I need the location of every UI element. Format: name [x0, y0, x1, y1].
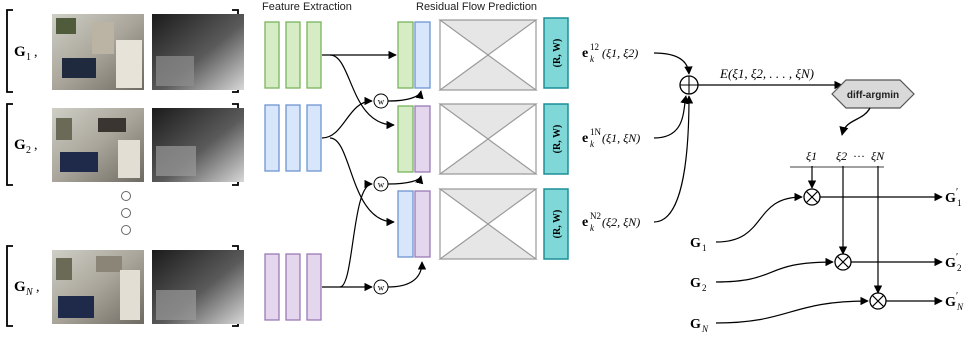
svg-text:w: w: [378, 283, 385, 293]
svg-text:k: k: [590, 139, 595, 149]
pose-input-g1: G 1: [690, 236, 707, 253]
pair-1: [397, 21, 431, 89]
svg-text:e: e: [582, 215, 588, 230]
svg-text:N: N: [956, 302, 964, 312]
svg-text:G: G: [690, 317, 701, 332]
diff-argmin-block: diff-argmin: [831, 79, 915, 109]
pose-output-arrows: [820, 192, 943, 306]
svg-text:′: ′: [956, 187, 958, 198]
error-term-n2: e N2 k (ξ2, ξN): [582, 211, 640, 233]
svg-text:′: ′: [956, 252, 958, 263]
svg-text:N: N: [701, 324, 709, 334]
sum-arrows: [653, 52, 843, 223]
error-term-1n: e 1N k (ξ1, ξN): [582, 127, 640, 149]
svg-text:,: ,: [34, 138, 38, 153]
svg-text:G: G: [14, 137, 26, 153]
feature-stack-purple: [264, 253, 322, 321]
input-label-gn: G N ,: [14, 279, 40, 298]
xi-2: ξ2: [836, 149, 847, 163]
svg-text:e: e: [582, 46, 588, 61]
depth-image-2: [152, 108, 244, 182]
pose-update-node-2: [834, 253, 852, 271]
svg-text:G: G: [690, 236, 701, 251]
svg-text:2: 2: [26, 145, 31, 156]
pose-input-gn: G N: [690, 317, 709, 334]
pose-output-g2: G ′ 2: [945, 252, 962, 273]
svg-text:G: G: [945, 256, 956, 271]
svg-text:G: G: [14, 279, 26, 295]
residual-flow-header: Residual Flow Prediction: [416, 1, 537, 13]
pose-input-arrows: [715, 192, 869, 324]
svg-text:w: w: [378, 97, 385, 107]
input-label-g2: G 2 ,: [14, 137, 38, 156]
svg-text:N: N: [25, 287, 34, 298]
svg-text:G: G: [14, 44, 26, 60]
rw-box-2: (R, W): [543, 103, 569, 175]
rw-box-3: (R, W): [543, 188, 569, 260]
depth-image-n: [152, 250, 244, 324]
pose-output-gn: G ′ N: [945, 291, 964, 312]
hourglass-net-1: [438, 19, 538, 91]
rgb-image-2: [52, 108, 144, 182]
warp-node-1: w: [373, 93, 389, 109]
warp-node-2: w: [373, 176, 389, 192]
pose-update-node-1: [803, 188, 821, 206]
hourglass-net-2: [438, 103, 538, 175]
svg-text:k: k: [590, 223, 595, 233]
svg-text:2: 2: [957, 263, 962, 273]
error-term-12: e 12 k (ξ1, ξ2): [582, 42, 638, 64]
svg-text:G: G: [690, 276, 701, 291]
svg-text:(ξ1, ξN): (ξ1, ξN): [602, 131, 640, 145]
feature-arrows: [321, 50, 427, 292]
xi-n: ξN: [871, 149, 885, 163]
solver-arrow: [839, 107, 871, 136]
energy-label: E(ξ1, ξ2, . . . , ξN): [719, 66, 814, 81]
rw-box-1: (R, W): [543, 17, 569, 89]
svg-text:e: e: [582, 131, 588, 146]
svg-text:(ξ1, ξ2): (ξ1, ξ2): [602, 46, 638, 60]
svg-text:diff-argmin: diff-argmin: [847, 90, 899, 101]
svg-text:(R, W): (R, W): [552, 39, 563, 68]
sum-node: [679, 75, 699, 95]
depth-image-1: [152, 14, 244, 90]
svg-text:2: 2: [702, 283, 707, 293]
svg-text:(ξ2, ξN): (ξ2, ξN): [602, 215, 640, 229]
pair-3: [397, 190, 431, 258]
pair-2: [397, 105, 431, 173]
svg-text:′: ′: [956, 291, 958, 302]
xi-1: ξ1: [806, 149, 817, 163]
pose-update-node-n: [869, 292, 887, 310]
svg-text:G: G: [945, 191, 956, 206]
xi-arrows: [790, 166, 884, 294]
svg-text:G: G: [945, 295, 956, 310]
feature-stack-blue: [264, 104, 322, 172]
svg-text:(R, W): (R, W): [552, 210, 563, 239]
rgb-image-n: [52, 250, 144, 324]
pose-output-g1: G ′ 1: [945, 187, 962, 208]
svg-text:N2: N2: [590, 211, 601, 221]
xi-dots: ···: [853, 149, 865, 163]
feature-extraction-header: Feature Extraction: [262, 1, 352, 13]
svg-text:12: 12: [590, 42, 599, 52]
svg-text:,: ,: [34, 45, 38, 60]
warp-node-3: w: [373, 279, 389, 295]
svg-text:w: w: [378, 180, 385, 190]
svg-text:k: k: [590, 54, 595, 64]
svg-text:1: 1: [26, 52, 31, 63]
feature-stack-green: [264, 21, 322, 89]
svg-text:(R, W): (R, W): [552, 125, 563, 154]
rgb-image-1: [52, 14, 144, 90]
hourglass-net-3: [438, 188, 538, 260]
pose-input-g2: G 2: [690, 276, 707, 293]
svg-text:1: 1: [957, 198, 962, 208]
svg-text:,: ,: [36, 280, 40, 295]
ellipsis-dots: [121, 191, 131, 235]
svg-text:1N: 1N: [590, 127, 602, 137]
input-label-g1: G 1 ,: [14, 44, 38, 63]
svg-text:1: 1: [702, 243, 707, 253]
